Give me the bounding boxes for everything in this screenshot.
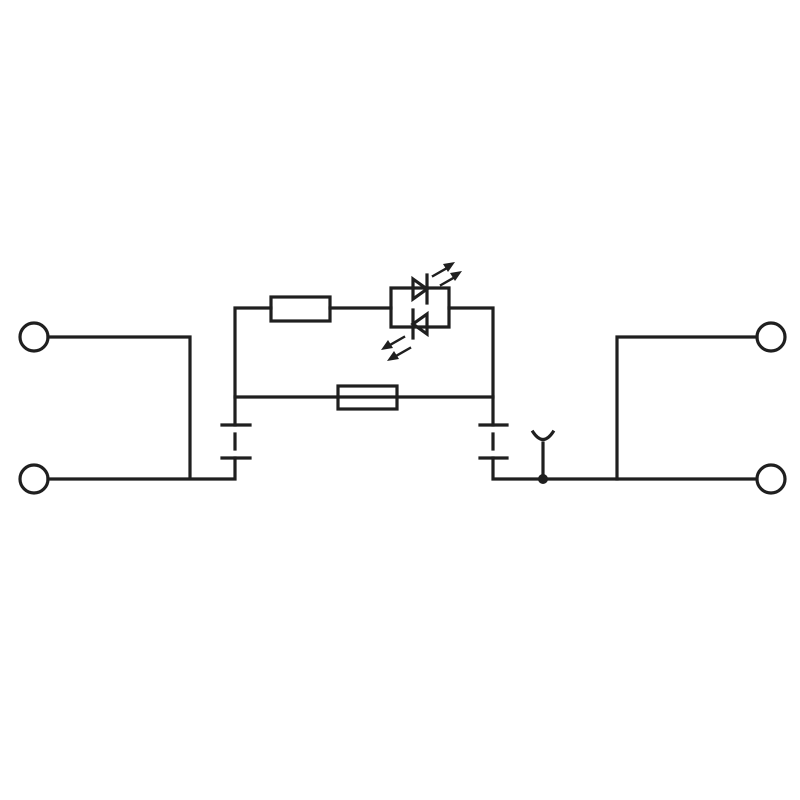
led-reverse-icon <box>410 310 429 338</box>
light-emission-arrows-down <box>381 335 412 361</box>
right-disconnect-contact <box>478 423 773 481</box>
terminal-left-bottom <box>18 463 50 495</box>
left-branch-wire <box>233 306 273 427</box>
terminal-right-top <box>755 321 787 353</box>
left-disconnect-contact <box>220 306 340 460</box>
terminal-left-top <box>18 321 50 353</box>
led-pair <box>381 262 462 361</box>
junction-dot <box>538 474 548 484</box>
led-forward-icon <box>411 275 430 303</box>
terminal-right-bottom <box>755 463 787 495</box>
right-bridge-wire <box>615 335 759 481</box>
test-socket-icon <box>530 429 556 484</box>
resistor <box>269 295 332 323</box>
fuse <box>336 384 399 411</box>
led-frame <box>389 286 451 329</box>
right-terminal-group <box>615 321 787 495</box>
right-branch-wire <box>447 306 495 427</box>
left-bridge-wire <box>46 335 237 481</box>
left-terminal-group <box>18 321 237 495</box>
light-emission-arrows-up <box>431 262 462 287</box>
